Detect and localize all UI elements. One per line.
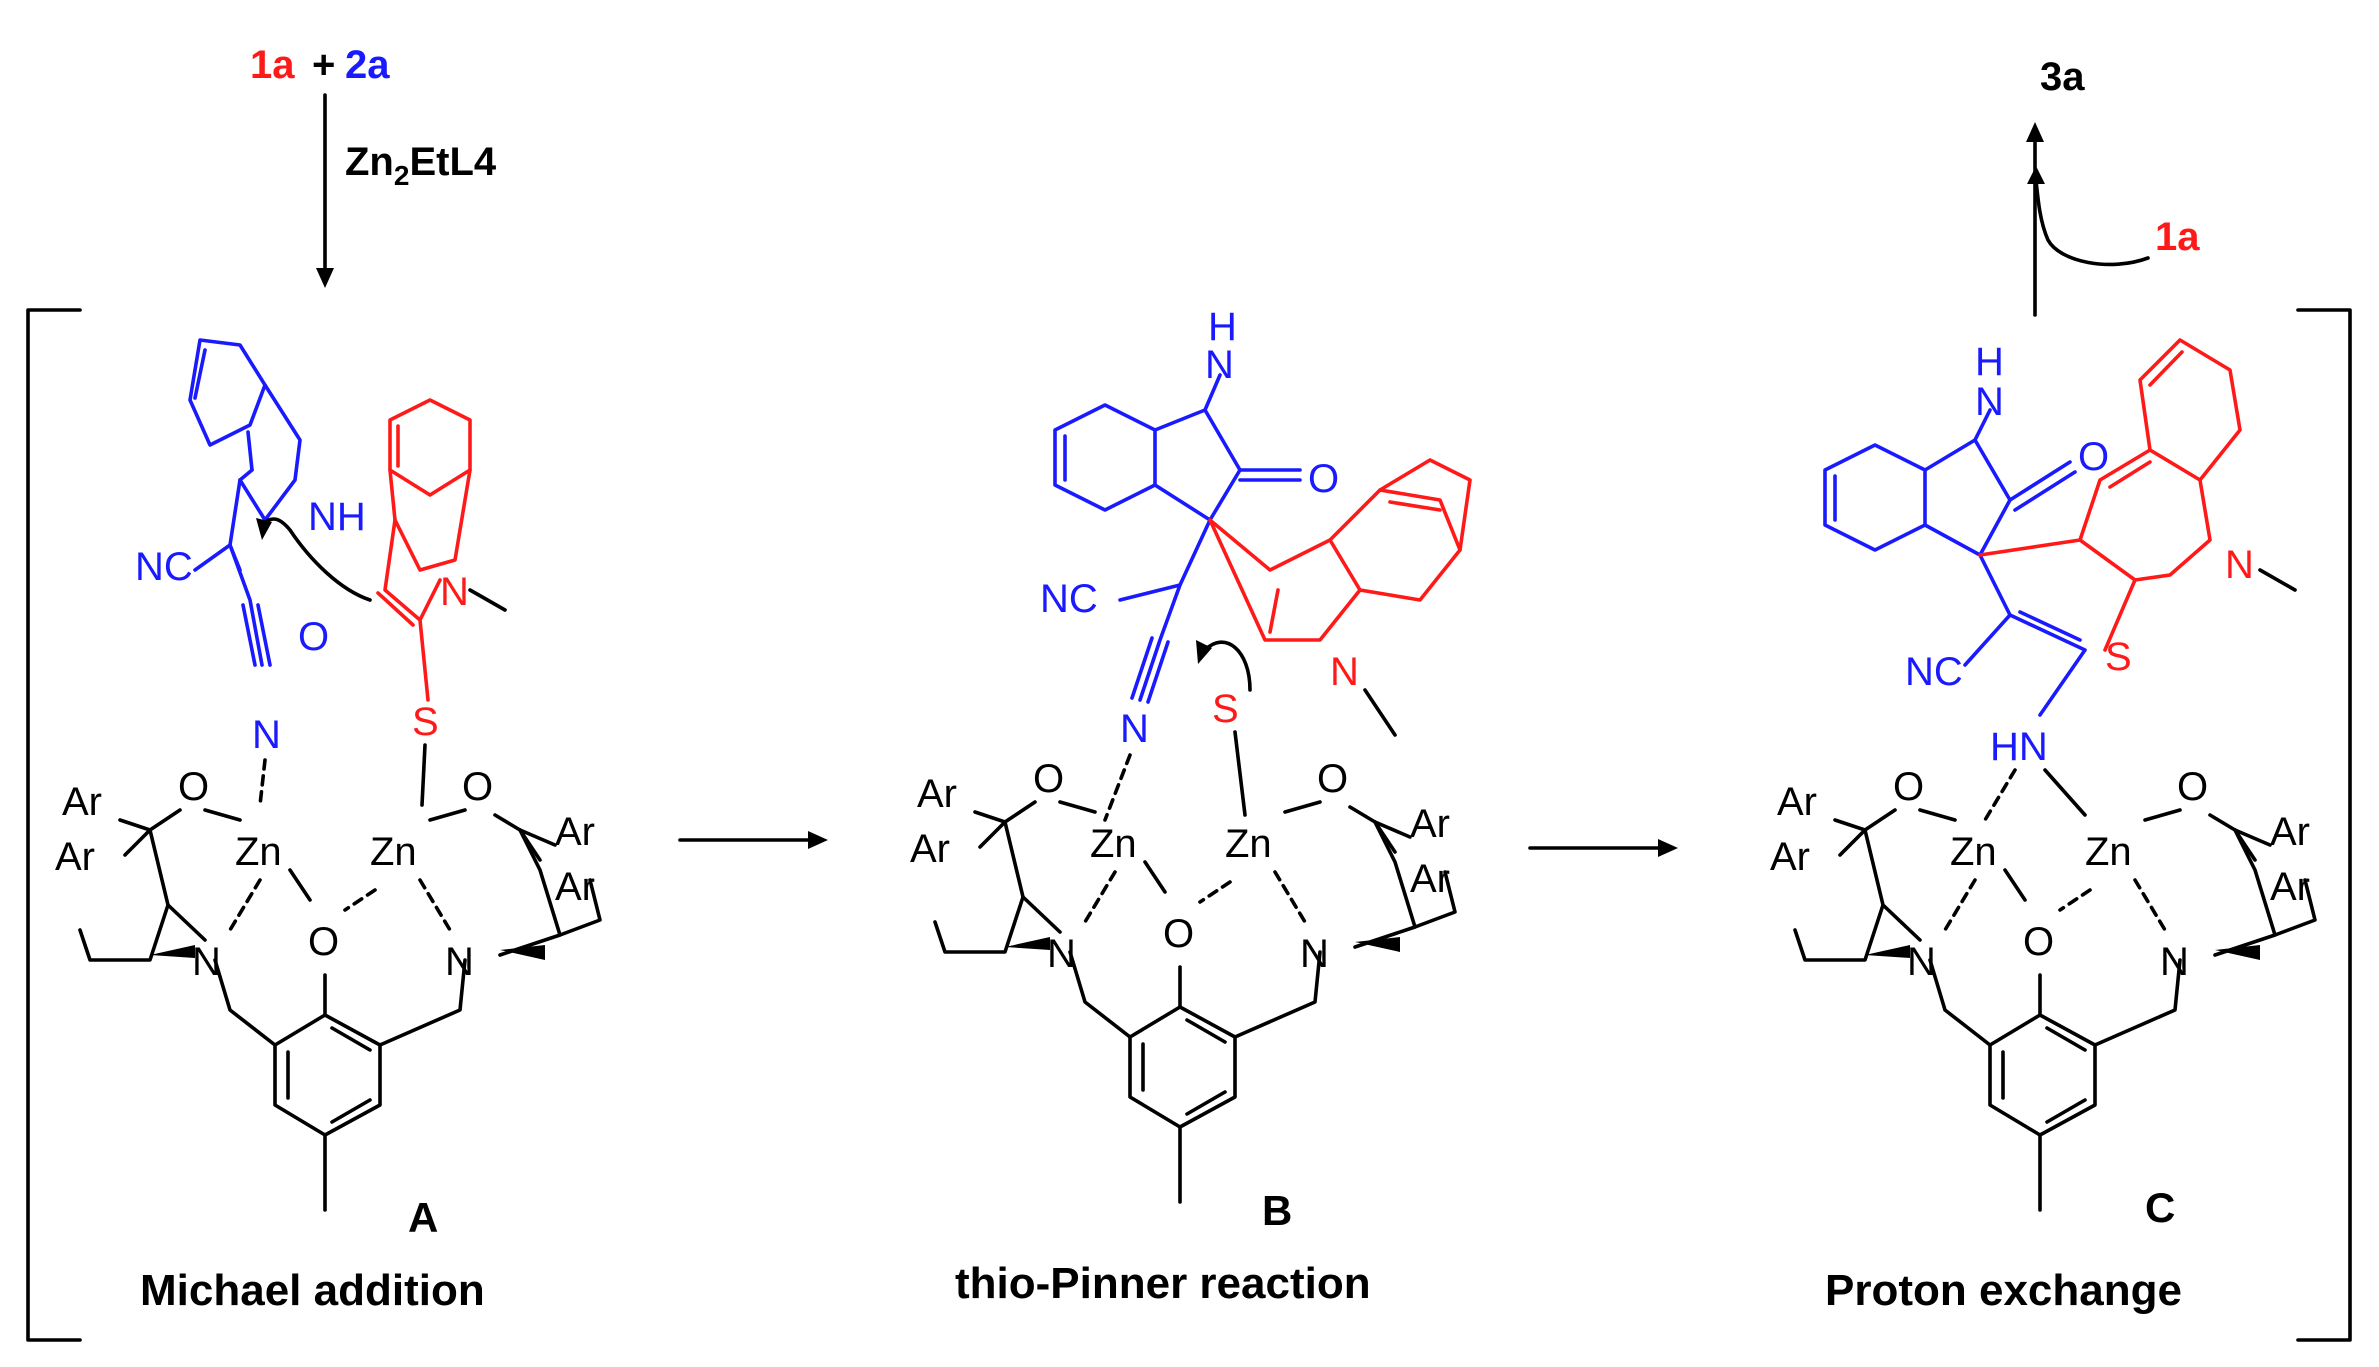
n-right: N (2160, 940, 2189, 984)
left-bracket (26, 308, 82, 1342)
o-label-b: O (1308, 457, 1339, 501)
ar-right-top: Ar (1410, 802, 1450, 846)
n-left: N (1907, 940, 1936, 984)
zn-right: Zn (370, 830, 417, 874)
arrowhead-a-to-b (808, 831, 828, 849)
label-a: A (408, 1194, 438, 1241)
o-right: O (462, 765, 493, 809)
arrowhead-b-to-c (1658, 839, 1678, 857)
intermediate-b-substrates: N H O NC N N S (1040, 305, 1472, 822)
arrowhead-down (316, 268, 334, 288)
nc-label-b: NC (1040, 577, 1098, 621)
n-left: N (192, 940, 221, 984)
right-bracket (2296, 308, 2352, 1342)
nh-h-c: H (1975, 340, 2004, 384)
label-c: C (2145, 1184, 2175, 1231)
ar-right-bottom: Ar (555, 865, 595, 909)
n-left: N (1047, 932, 1076, 976)
ar-right-top: Ar (555, 810, 595, 854)
o-left: O (178, 765, 209, 809)
n-methyl-b: N (1330, 650, 1359, 694)
zn-right: Zn (2085, 830, 2132, 874)
ar-left-top: Ar (1777, 780, 1817, 824)
n-right: N (1300, 932, 1329, 976)
n-label-a: N (252, 713, 281, 757)
o-phenoxide: O (1163, 912, 1194, 956)
zn-right: Zn (1225, 822, 1272, 866)
o-right: O (1317, 757, 1348, 801)
recycle-curved-arrow (2034, 178, 2150, 267)
nh-label-a: NH (308, 495, 366, 539)
o-label-c: O (2078, 435, 2109, 479)
caption-b: thio-Pinner reaction (955, 1259, 1371, 1308)
caption-c: Proton exchange (1825, 1266, 2182, 1315)
ar-left-bottom: Ar (55, 835, 95, 879)
catalyst-label: Zn2EtL4 (345, 140, 497, 191)
nh-n-c: N (1975, 380, 2004, 424)
zn-left: Zn (1090, 822, 1137, 866)
ar-right-top: Ar (2270, 810, 2310, 854)
o-left: O (1033, 757, 1064, 801)
nc-label-c: NC (1905, 650, 1963, 694)
zn-left: Zn (235, 830, 282, 874)
n-methyl-c: N (2225, 543, 2254, 587)
ar-left-bottom: Ar (1770, 835, 1810, 879)
s-label-c: S (2105, 635, 2132, 679)
o-right: O (2177, 765, 2208, 809)
arrowhead-up (2026, 122, 2044, 142)
hn-label-c: HN (1990, 725, 2048, 769)
caption-a: Michael addition (140, 1266, 485, 1315)
nh-h-b: H (1208, 305, 1237, 349)
nh-n-b: N (1205, 343, 1234, 387)
s-label-b: S (1212, 687, 1239, 731)
ar-right-bottom: Ar (2270, 865, 2310, 909)
o-left: O (1893, 765, 1924, 809)
recycle-arrowhead (2027, 166, 2045, 184)
n-right: N (445, 940, 474, 984)
ar-right-bottom: Ar (1410, 857, 1450, 901)
intermediate-c-substrates: N H O NC HN S N (1823, 338, 2297, 822)
nc-label-a: NC (135, 545, 193, 589)
ar-left-top: Ar (917, 772, 957, 816)
n-label-b: N (1120, 707, 1149, 751)
ar-left-top: Ar (62, 780, 102, 824)
recycle-1a: 1a (2155, 215, 2200, 259)
s-label-a: S (412, 700, 439, 744)
reagent-1a: 1a (250, 43, 295, 87)
ar-left-bottom: Ar (910, 827, 950, 871)
o-phenoxide: O (308, 920, 339, 964)
reagent-2a: 2a (345, 43, 390, 87)
n-methyl-a: N (440, 570, 469, 614)
plus-sign: + (312, 43, 335, 87)
intermediate-a-substrates: NC NH O N N S (135, 338, 507, 807)
zn-left: Zn (1950, 830, 1997, 874)
product-3a: 3a (2040, 55, 2085, 99)
o-phenoxide: O (2023, 920, 2054, 964)
label-b: B (1262, 1187, 1292, 1234)
o-label-a: O (298, 615, 329, 659)
